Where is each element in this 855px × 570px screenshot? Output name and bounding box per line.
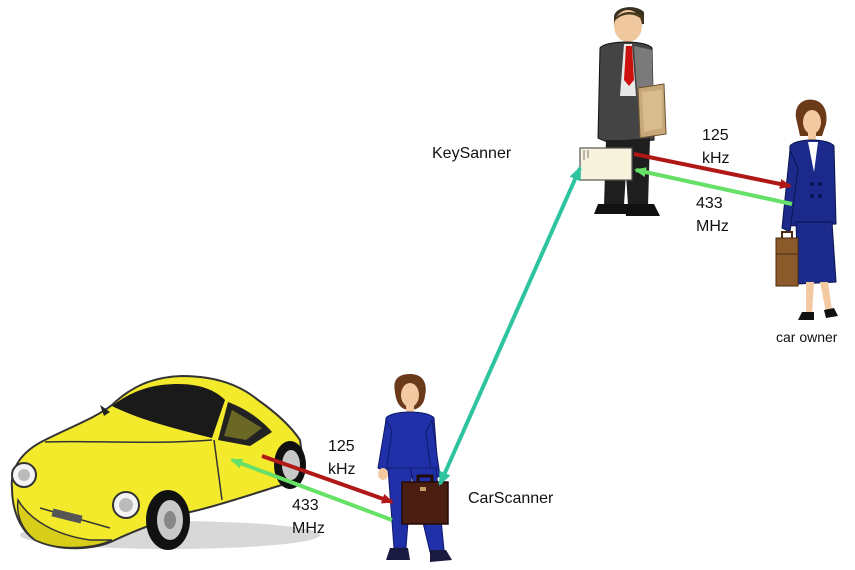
keyscanner-label: KeySanner <box>432 145 512 162</box>
carscanner-label: CarScanner <box>468 490 554 507</box>
businessman-icon <box>580 7 666 216</box>
top-low-freq-value: 125 <box>702 127 729 144</box>
bottom-high-freq-unit: MHz <box>292 520 325 537</box>
woman-with-briefcase-icon <box>378 374 452 562</box>
owner-briefcase-icon <box>776 238 798 286</box>
top-high-freq-unit: MHz <box>696 218 729 235</box>
sports-car-icon <box>12 376 320 550</box>
top-high-freq-value: 433 <box>696 195 723 212</box>
relay-link-arrow <box>440 168 580 484</box>
top-low-freq-unit: kHz <box>702 150 730 167</box>
businesswoman-icon <box>776 100 838 320</box>
bottom-low-freq-value: 125 <box>328 438 355 455</box>
bottom-high-freq-value: 433 <box>292 497 319 514</box>
bottom-low-freq-unit: kHz <box>328 461 356 478</box>
car-owner-label: car owner <box>776 329 838 345</box>
